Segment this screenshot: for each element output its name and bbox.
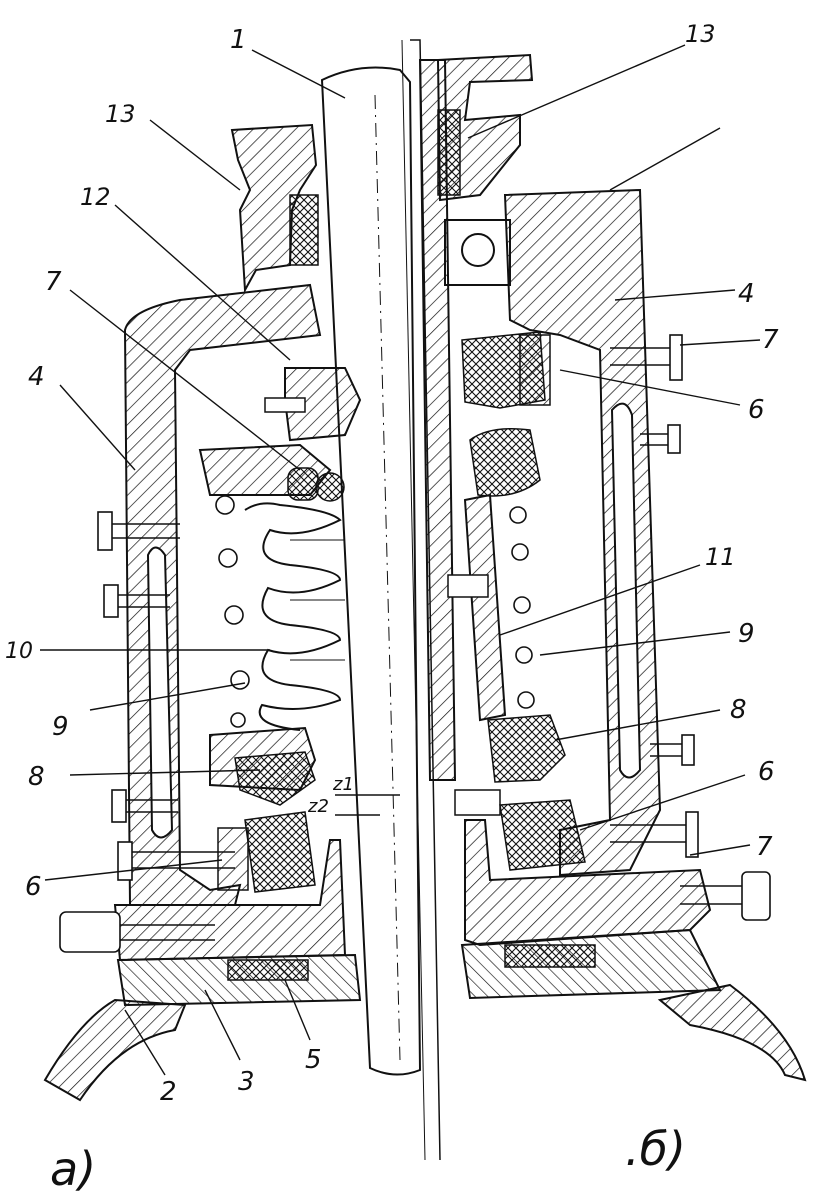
label-z1: z1 [332, 774, 354, 795]
callout-11: 11 [705, 543, 736, 571]
right-bottom-bolt [741, 871, 771, 921]
callout-10: 10 [5, 639, 33, 664]
callout-3: 3 [238, 1067, 255, 1097]
right-pin [447, 574, 489, 598]
callout-6-right-bottom: 6 [758, 757, 775, 787]
right-upper-ring [469, 428, 541, 497]
right-bearing [444, 219, 511, 286]
left-bellows-10 [244, 502, 342, 731]
right-face-6-bottom [499, 799, 586, 871]
callout-9-right: 9 [738, 619, 755, 649]
right-sleeve-11 [463, 493, 507, 722]
callout-4-right: 4 [738, 279, 755, 309]
callout-7-left: 7 [45, 267, 62, 297]
caption-b: .б) [625, 1122, 686, 1176]
right-face-8 [487, 714, 566, 783]
left-cooling-channel [146, 546, 174, 839]
callout-6-left: 6 [25, 872, 42, 902]
right-spring-9 [509, 506, 535, 709]
left-packing-13 [289, 194, 319, 266]
callout-4-left: 4 [28, 362, 45, 392]
callout-9-left: 9 [52, 712, 69, 742]
left-bolts [97, 511, 235, 881]
leader-lines [40, 44, 761, 1076]
right-gland-housing [436, 53, 534, 202]
callout-1: 1 [230, 25, 247, 55]
right-gasket [504, 944, 596, 968]
callout-8-right: 8 [730, 695, 747, 725]
right-sleeve [418, 59, 457, 781]
caption-a: a) [50, 1142, 96, 1196]
left-face-6 [244, 811, 316, 893]
left-view [43, 123, 362, 1102]
callout-2: 2 [160, 1077, 177, 1107]
callout-7-right-top: 7 [762, 325, 779, 355]
right-flange [464, 819, 712, 947]
right-view [418, 53, 807, 1082]
callout-5: 5 [305, 1045, 322, 1075]
callout-7-right-bottom: 7 [756, 832, 773, 862]
view-captions: a) .б) [50, 1122, 686, 1196]
left-spring-9 [215, 495, 250, 728]
callout-13-left: 13 [105, 100, 136, 128]
left-vessel-wall-2 [43, 998, 187, 1102]
callout-8-left: 8 [28, 762, 45, 792]
left-oring-7 [287, 467, 319, 501]
left-gland-housing [230, 123, 318, 294]
left-face-8 [234, 751, 316, 806]
callout-13-right: 13 [685, 20, 716, 48]
right-bolts [610, 334, 699, 858]
callout-6-right-top: 6 [748, 395, 765, 425]
right-vessel-wall [657, 983, 807, 1082]
left-gasket-5 [227, 959, 309, 981]
left-bottom-bolt [59, 911, 121, 953]
callout-labels: 1 13 13 12 7 4 4 7 6 11 9 8 6 7 10 9 8 6… [5, 20, 779, 1107]
label-z2: z2 [307, 796, 329, 817]
left-holder-bolt [264, 397, 306, 413]
shaft [320, 39, 441, 1161]
callout-12: 12 [80, 183, 111, 211]
